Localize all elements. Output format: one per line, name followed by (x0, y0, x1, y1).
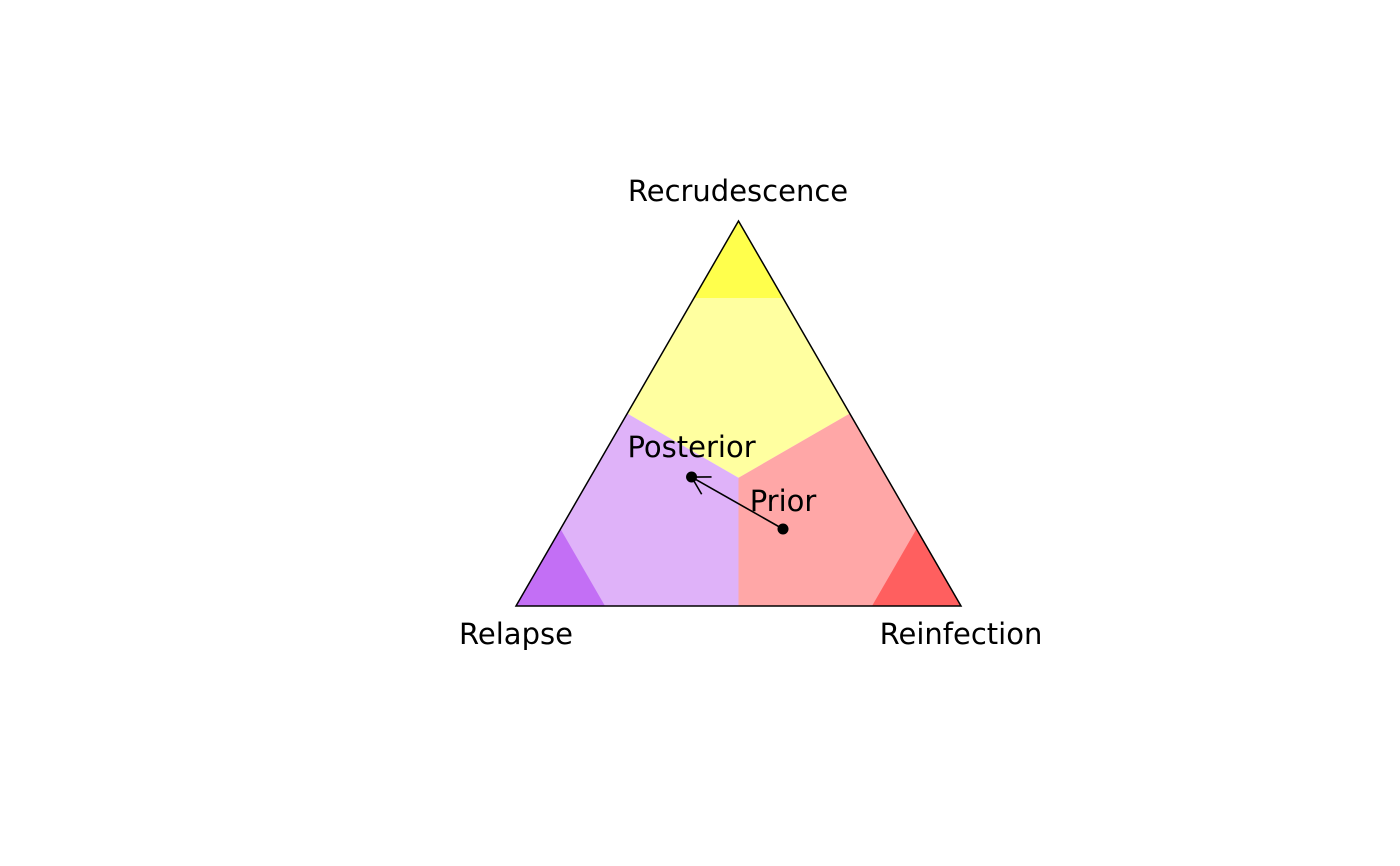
triangle-outline (514, 219, 963, 607)
region-relapse-high (516, 529, 605, 606)
point-label-posterior: Posterior (627, 430, 755, 464)
point-prior (777, 523, 789, 535)
vertex-label-relapse: Relapse (459, 617, 573, 651)
region-reinfection-high (872, 529, 961, 606)
vertex-label-reinfection: Reinfection (880, 617, 1043, 651)
vertex-label-recrudescence: Recrudescence (628, 174, 848, 208)
points-layer: Prior Posterior (627, 430, 817, 535)
regions-layer (516, 221, 961, 606)
region-recrudescence (627, 221, 850, 478)
prior-to-posterior-arrow (691, 476, 784, 530)
region-recrudescence-high (694, 221, 783, 298)
point-posterior (686, 471, 698, 483)
point-label-prior: Prior (750, 484, 817, 518)
